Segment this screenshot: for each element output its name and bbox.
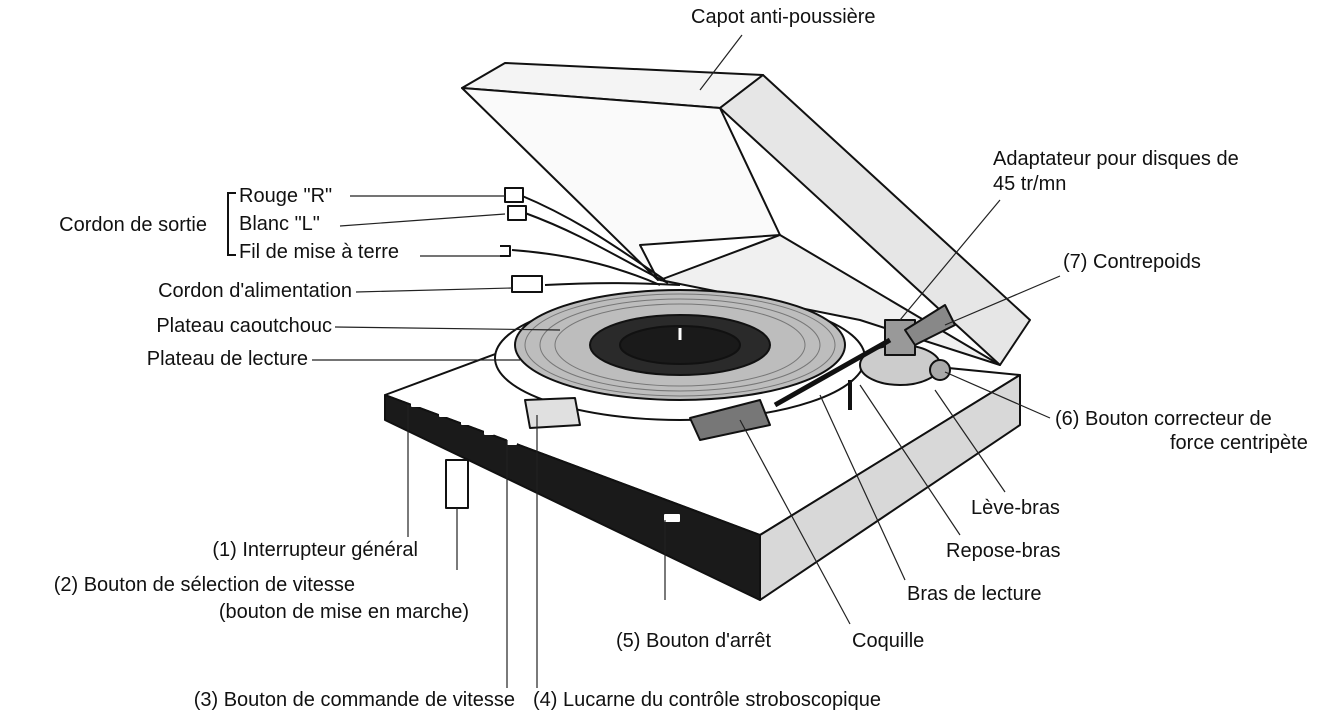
label-arm-lift: Lève-bras [971,497,1060,519]
label-antiskate-line2: force centripète [1170,432,1308,454]
front-controls-shape [411,399,680,522]
label-speed-select: (2) Bouton de sélection de vitesse [53,574,355,596]
label-strobe-window: (4) Lucarne du contrôle stroboscopique [533,689,881,711]
label-headshell: Coquille [852,630,925,652]
label-red: Rouge "R" [239,185,333,207]
label-ground: Fil de mise à terre [239,241,400,263]
cords-shape [500,187,681,293]
leader-lines [312,34,1061,688]
label-dust-cover: Capot anti-poussière [691,6,876,28]
label-output-cord: Cordon de sortie [59,214,207,236]
platter-shape [494,289,866,421]
label-adapter-line2: 45 tr/mn [993,173,1067,195]
dust-cover-shape [461,62,1031,366]
label-antiskate: (6) Bouton correcteur de [1055,408,1272,430]
output-cord-bracket [227,192,236,256]
tonearm-shape [689,304,956,441]
strobe-window-shape [524,397,581,429]
label-arm-rest: Repose-bras [946,540,1061,562]
label-platter: Plateau de lecture [146,348,308,370]
label-tonearm: Bras de lecture [907,583,1042,605]
label-rubber-mat: Plateau caoutchouc [156,315,332,337]
label-speed-control: (3) Bouton de commande de vitesse [193,689,515,711]
label-power-switch: (1) Interrupteur général [212,539,418,561]
label-counterweight: (7) Contrepoids [1063,251,1201,273]
label-speed-select-line2: (bouton de mise en marche) [218,601,469,623]
label-stop-button: (5) Bouton d'arrêt [616,630,772,652]
label-adapter: Adaptateur pour disques de [993,148,1239,170]
label-white: Blanc "L" [239,213,320,235]
label-power-cord: Cordon d'alimentation [158,280,352,302]
